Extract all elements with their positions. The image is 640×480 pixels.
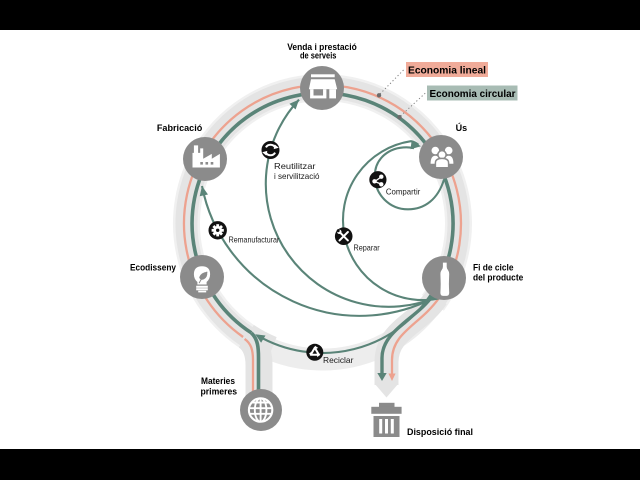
svg-text:primeres: primeres [201,387,238,397]
svg-text:Reparar: Reparar [354,242,380,252]
svg-text:Reutilitzar: Reutilitzar [274,161,316,171]
svg-text:Materies: Materies [201,376,235,386]
svg-text:Economia circular: Economia circular [430,89,516,100]
svg-text:Ecodisseny: Ecodisseny [130,263,176,273]
svg-text:Economia lineal: Economia lineal [408,65,486,76]
svg-text:de serveis: de serveis [300,51,337,61]
svg-text:Disposició final: Disposició final [407,427,473,437]
svg-text:Ús: Ús [456,122,468,133]
svg-text:Reciclar: Reciclar [323,355,354,365]
svg-text:Venda i prestació: Venda i prestació [287,42,357,52]
svg-text:del producte: del producte [473,272,523,282]
svg-text:Remanufacturar: Remanufacturar [229,235,280,245]
svg-text:Fabricació: Fabricació [157,123,203,133]
svg-text:i servilització: i servilització [274,171,320,181]
svg-text:Compartir: Compartir [386,187,421,197]
svg-text:Fi de cicle: Fi de cicle [473,262,514,272]
